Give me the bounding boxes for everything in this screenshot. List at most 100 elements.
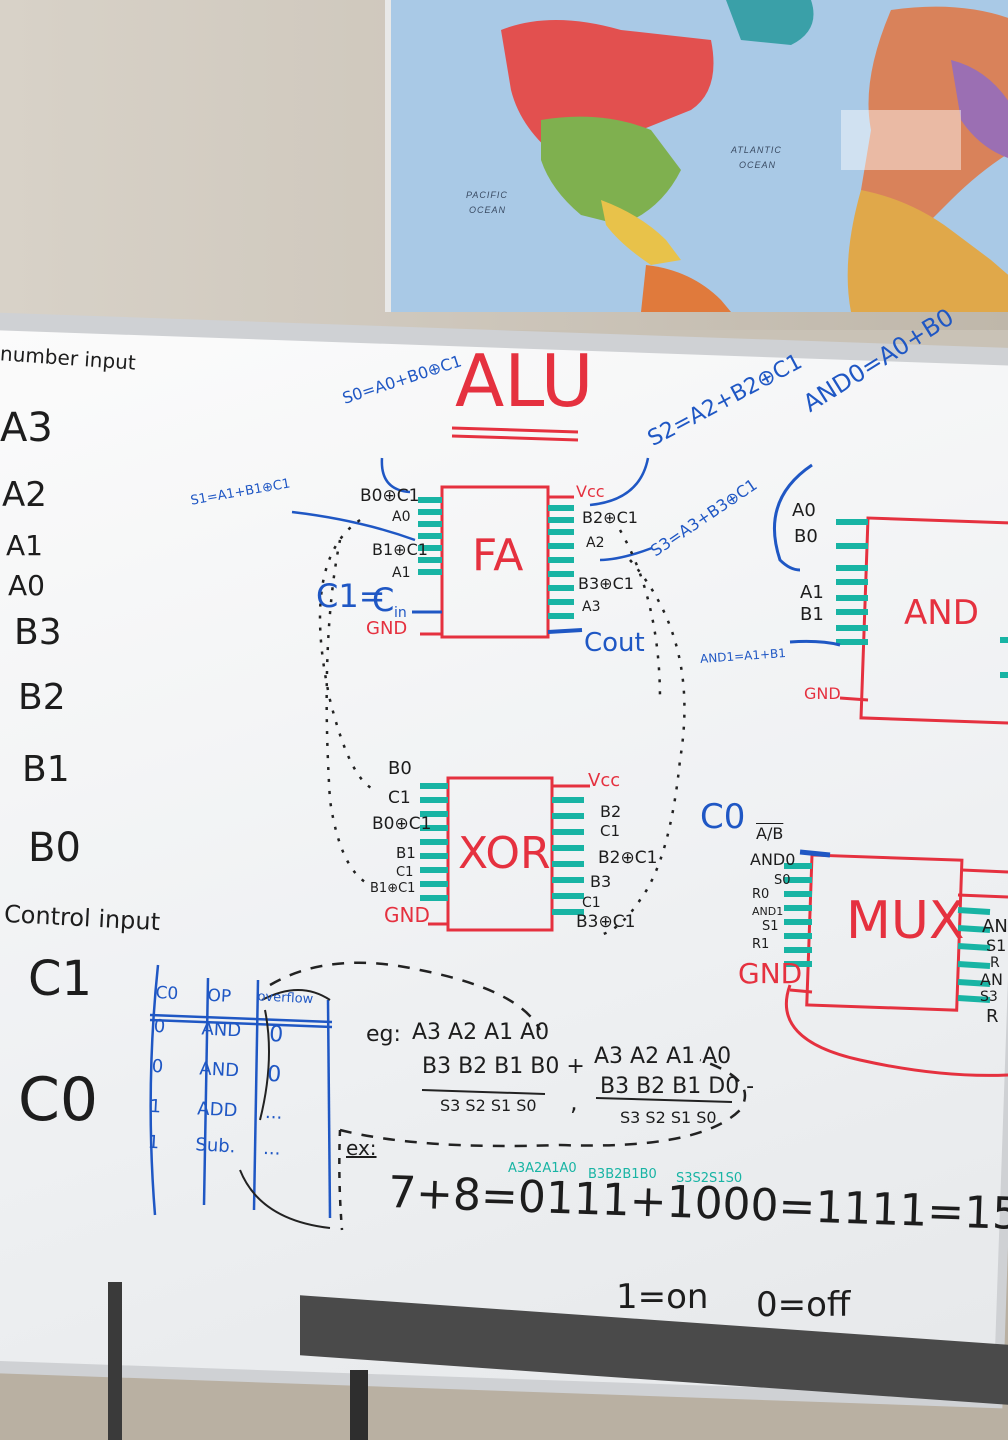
xor-pin-l0: B0: [388, 758, 412, 779]
fa-cin-label: C: [372, 581, 395, 619]
mux-c0: C0: [700, 797, 746, 837]
mux-pin-and1: AND1: [752, 905, 784, 918]
table-row: 1 ADD ...: [149, 1095, 330, 1125]
table-cell-op: AND: [198, 1058, 240, 1082]
xor-gnd: GND: [384, 903, 430, 927]
table-cell-c0c1: 0: [151, 1055, 164, 1078]
fa-pin-l3: A1: [392, 565, 411, 581]
mux-pin-r-r1: R: [990, 955, 1000, 971]
xor-pin-r3: B2⊕C1: [598, 848, 658, 868]
fa-pin-r3: B3⊕C1: [578, 574, 634, 593]
and-pin-a0: A0: [792, 500, 816, 521]
fa-cin-sub: in: [394, 605, 407, 621]
table-header-c0: C0: [155, 983, 179, 1005]
fa-label: FA: [472, 530, 524, 581]
ex-top-b: B3B2B1B0: [588, 1167, 657, 1182]
eg-line-6: S3 S2 S1 S0: [620, 1108, 717, 1127]
mux-box: [805, 853, 964, 1012]
ex-top-a: A3A2A1A0: [508, 1161, 577, 1176]
xor-vcc: Vcc: [588, 770, 621, 791]
control-c0: C0: [18, 1065, 99, 1135]
mux-pin-ab: A/B: [756, 824, 784, 843]
xor-pin-l3: B1: [396, 844, 416, 862]
mux-pin-r-s1: S1: [986, 936, 1007, 955]
input-b0: B0: [28, 825, 81, 871]
mux-pin-r1: R1: [752, 937, 770, 952]
board-title: ALU: [455, 339, 594, 423]
fa-pin-r4: A3: [582, 599, 601, 615]
fa-pin-r2: A2: [586, 535, 605, 551]
map-label-ocean-2b: OCEAN: [469, 205, 507, 215]
mux-pin-s1: S1: [762, 919, 779, 934]
xor-label: XOR: [458, 828, 551, 879]
fa-c1-label: C1=: [316, 577, 386, 615]
table-cell-c0c1: 0: [153, 1015, 174, 1038]
table-cell-overflow: 0: [266, 1061, 282, 1088]
control-c1: C1: [28, 951, 93, 1007]
eg-line-2: B3 B2 B1 B0 +: [422, 1054, 585, 1079]
eg-comma: ,: [570, 1088, 578, 1116]
xor-pin-l1: C1: [388, 788, 411, 808]
title-underline-2: [451, 434, 579, 442]
world-map: ATLANTIC OCEAN PACIFIC OCEAN: [385, 0, 1008, 312]
input-a2: A2: [2, 475, 47, 515]
fa-pin-r1: B2⊕C1: [582, 508, 638, 527]
eg-line-3: S3 S2 S1 S0: [440, 1096, 537, 1115]
table-cell-op: ADD: [196, 1098, 238, 1122]
fa-vcc: Vcc: [576, 482, 605, 501]
table-cell-c0c1: 1: [149, 1095, 162, 1118]
legend-on: 1=on: [616, 1277, 709, 1317]
xor-pin-r2: C1: [600, 822, 621, 840]
table-header-op: OP: [206, 985, 232, 1007]
mux-pin-r-s3: S3: [980, 989, 998, 1005]
table-row: 0 AND 0: [153, 1015, 334, 1049]
mux-gnd: GND: [738, 957, 803, 990]
and-box: [859, 516, 1008, 726]
table-cell-overflow: 0: [268, 1022, 284, 1048]
mux-pin-r-an2: AN: [980, 970, 1003, 989]
table-row: 0 AND 0: [151, 1055, 332, 1089]
xor-pin-l4: C1: [396, 865, 414, 880]
fa-pin-l2: B1⊕C1: [372, 540, 428, 559]
truth-table: C0 OP overflow 0 AND 0 0 AND 0 1 ADD ...…: [147, 983, 335, 1161]
and-pin-b1: B1: [800, 604, 824, 625]
mux-pins: [784, 863, 991, 1003]
ex-top-s: S3S2S1S0: [676, 1171, 743, 1186]
xor-pin-r6: B3⊕C1: [576, 912, 636, 932]
fa-pin-l1: A0: [392, 509, 411, 525]
mux-pin-r-r2: R: [986, 1006, 999, 1027]
eg-line-1: A3 A2 A1 A0: [412, 1020, 550, 1045]
table-cell-op: AND: [200, 1018, 242, 1042]
fa-pins: [418, 497, 574, 619]
xor-pin-r1: B2: [600, 802, 622, 821]
stand-leg-left: [108, 1282, 122, 1440]
map-label-ocean-2: PACIFIC: [466, 190, 508, 200]
table-leg: [350, 1370, 368, 1440]
and-label: AND: [904, 593, 979, 633]
map-label-ocean-1b: OCEAN: [739, 160, 777, 170]
input-b3: B3: [14, 612, 62, 653]
input-b1: B1: [22, 749, 70, 790]
xor-pins: [420, 783, 584, 915]
xor-pin-r4: B3: [590, 872, 612, 891]
input-a3: A3: [0, 405, 53, 451]
eg-line-4: A3 A2 A1 A0: [594, 1044, 732, 1069]
xor-pin-l5: B1⊕C1: [370, 881, 416, 896]
eg-label: eg:: [366, 1022, 401, 1047]
table-cell-c0c1: 1: [147, 1131, 160, 1154]
mux-pin-r-an1: AN: [982, 916, 1008, 937]
fa-pin-l0: B0⊕C1: [360, 486, 420, 506]
table-cell-overflow: ...: [264, 1101, 283, 1124]
mux-label: MUX: [846, 891, 965, 951]
and-pins: [836, 519, 868, 645]
fa-cout: Cout: [584, 628, 645, 658]
title-underline: [451, 426, 579, 434]
and-pin-b0: B0: [794, 526, 818, 547]
table-cell-op: Sub.: [194, 1134, 236, 1158]
mux-pin-and0: AND0: [750, 850, 796, 869]
input-b2: B2: [18, 677, 66, 718]
xor-pin-l2: B0⊕C1: [372, 814, 432, 834]
map-landmass: [501, 0, 1008, 312]
